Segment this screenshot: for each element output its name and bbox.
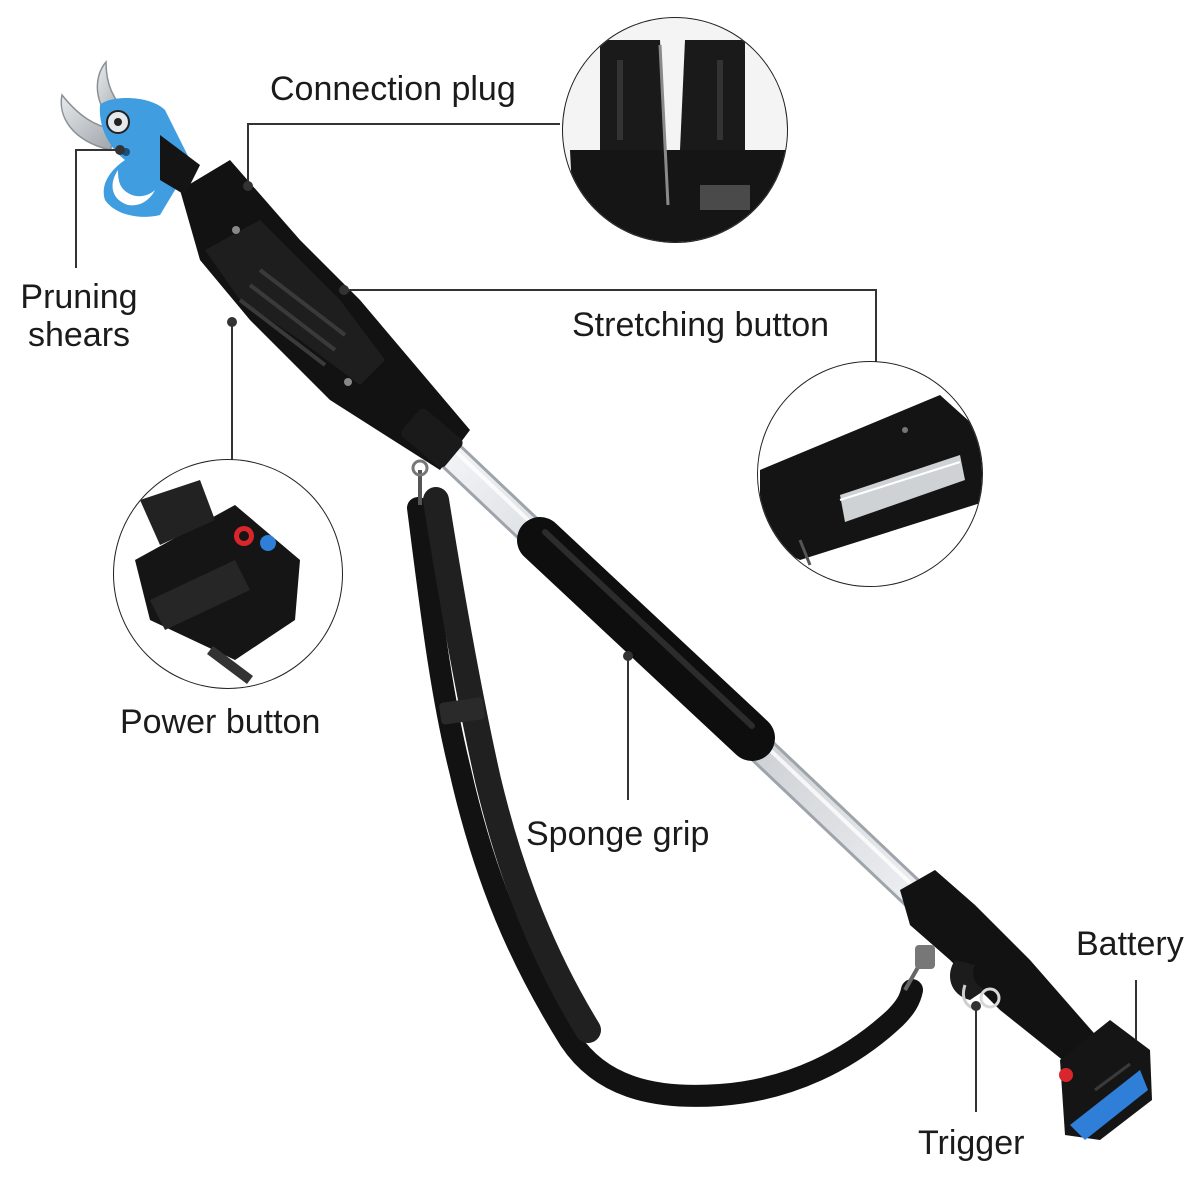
stretching-button-detail (757, 361, 983, 587)
rear-handle (900, 870, 1100, 1070)
callout-lines (75, 123, 1137, 1112)
sponge-grip-label: Sponge grip (526, 815, 710, 853)
connection-plug-detail (562, 17, 788, 243)
pruning-shears-icon (60, 60, 200, 217)
battery-pack (1059, 1020, 1152, 1140)
connection-plug-label: Connection plug (270, 70, 516, 108)
stretching-button-label: Stretching button (572, 306, 830, 344)
pruning-shears-label: Pruning shears (14, 278, 144, 354)
power-button-detail (113, 459, 343, 689)
sponge-grip (517, 517, 775, 761)
pruning-shears-label-line1: Pruning (20, 278, 138, 316)
trigger-label: Trigger (918, 1124, 1025, 1162)
pruning-shears-label-line2: shears (27, 316, 131, 354)
battery-label: Battery (1076, 925, 1184, 963)
motor-housing (180, 160, 470, 470)
shoulder-strap (407, 459, 935, 1107)
power-button-label: Power button (120, 703, 321, 741)
